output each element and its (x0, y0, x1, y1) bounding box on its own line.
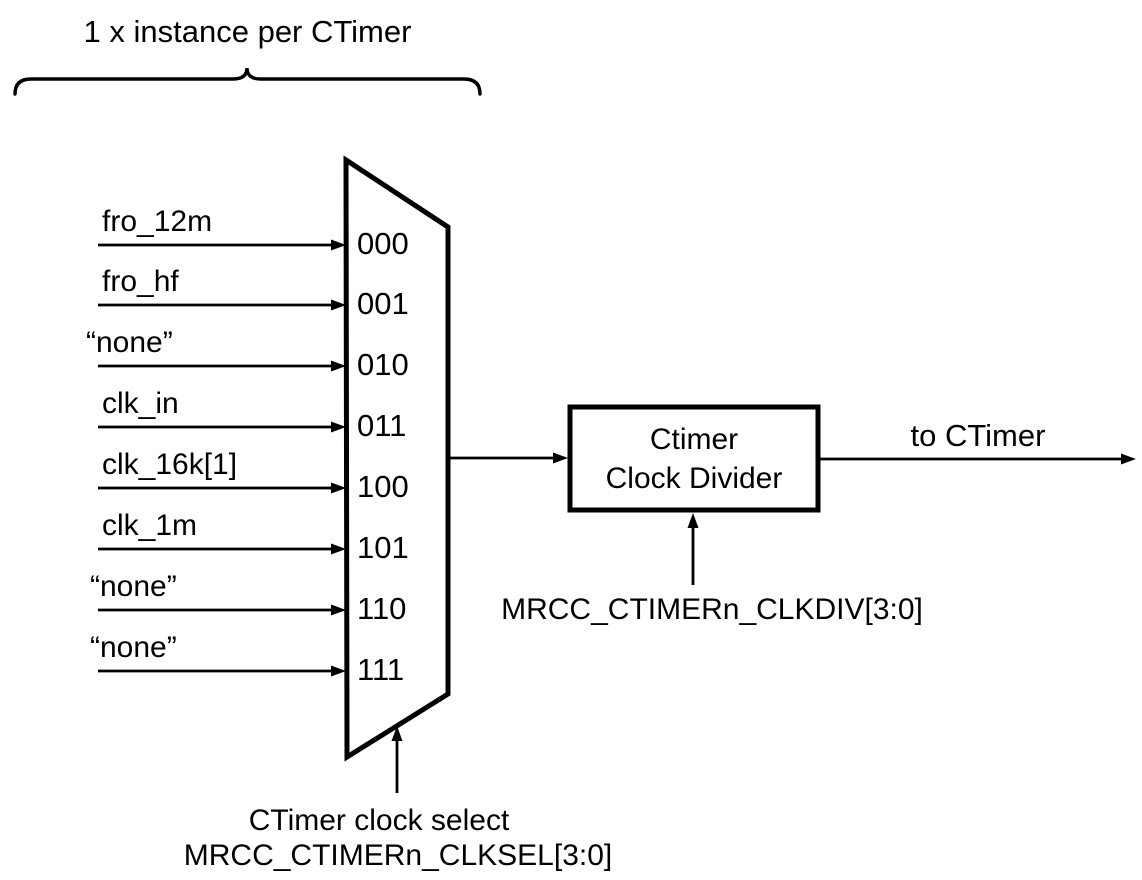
input-arrowhead (331, 360, 346, 372)
output-label: to CTimer (910, 418, 1046, 453)
clksel-register-label: MRCC_CTIMERn_CLKSEL[3:0] (183, 839, 613, 872)
input-label-fro-hf: fro_hf (102, 265, 179, 298)
input-label-none-111: “none” (90, 631, 177, 664)
divider-output-arrowhead (1121, 453, 1136, 465)
mux-input-wires (98, 239, 346, 677)
mux-output-arrowhead (553, 452, 568, 464)
mux-code-100: 100 (357, 469, 409, 504)
divider-box-label: Ctimer Clock Divider (574, 420, 814, 498)
input-arrowhead (331, 665, 346, 677)
diagram-title: 1 x instance per CTimer (83, 14, 412, 49)
mux-code-110: 110 (357, 591, 407, 626)
input-label-clk-in: clk_in (102, 387, 179, 420)
mux-code-101: 101 (357, 530, 409, 565)
divider-box-label-line2: Clock Divider (605, 462, 783, 495)
clksel-caption: CTimer clock select (248, 804, 510, 837)
input-label-fro-12m: fro_12m (102, 205, 213, 238)
instance-brace (13, 67, 482, 96)
input-arrowhead (331, 421, 346, 433)
mux-code-111: 111 (357, 652, 405, 687)
divider-box-label-line1: Ctimer (649, 423, 739, 456)
mux-code-010: 010 (357, 347, 409, 382)
mux-code-011: 011 (357, 408, 407, 443)
input-arrowhead (331, 299, 346, 311)
input-arrowhead (331, 604, 346, 616)
input-arrowhead (331, 543, 346, 555)
mux-code-001: 001 (357, 286, 409, 321)
input-label-none-110: “none” (90, 570, 177, 603)
clksel-arrowhead (391, 726, 403, 741)
input-label-none-010: “none” (86, 326, 173, 359)
divider-box (567, 404, 821, 513)
mux-code-000: 000 (357, 226, 409, 261)
input-arrowhead (331, 239, 346, 251)
input-label-clk-16k: clk_16k[1] (102, 448, 238, 481)
input-label-clk-1m: clk_1m (102, 509, 198, 542)
clkdiv-arrowhead (687, 513, 699, 528)
mux-shape (343, 155, 451, 762)
input-arrowhead (331, 482, 346, 494)
clkdiv-register-label: MRCC_CTIMERn_CLKDIV[3:0] (501, 593, 923, 626)
